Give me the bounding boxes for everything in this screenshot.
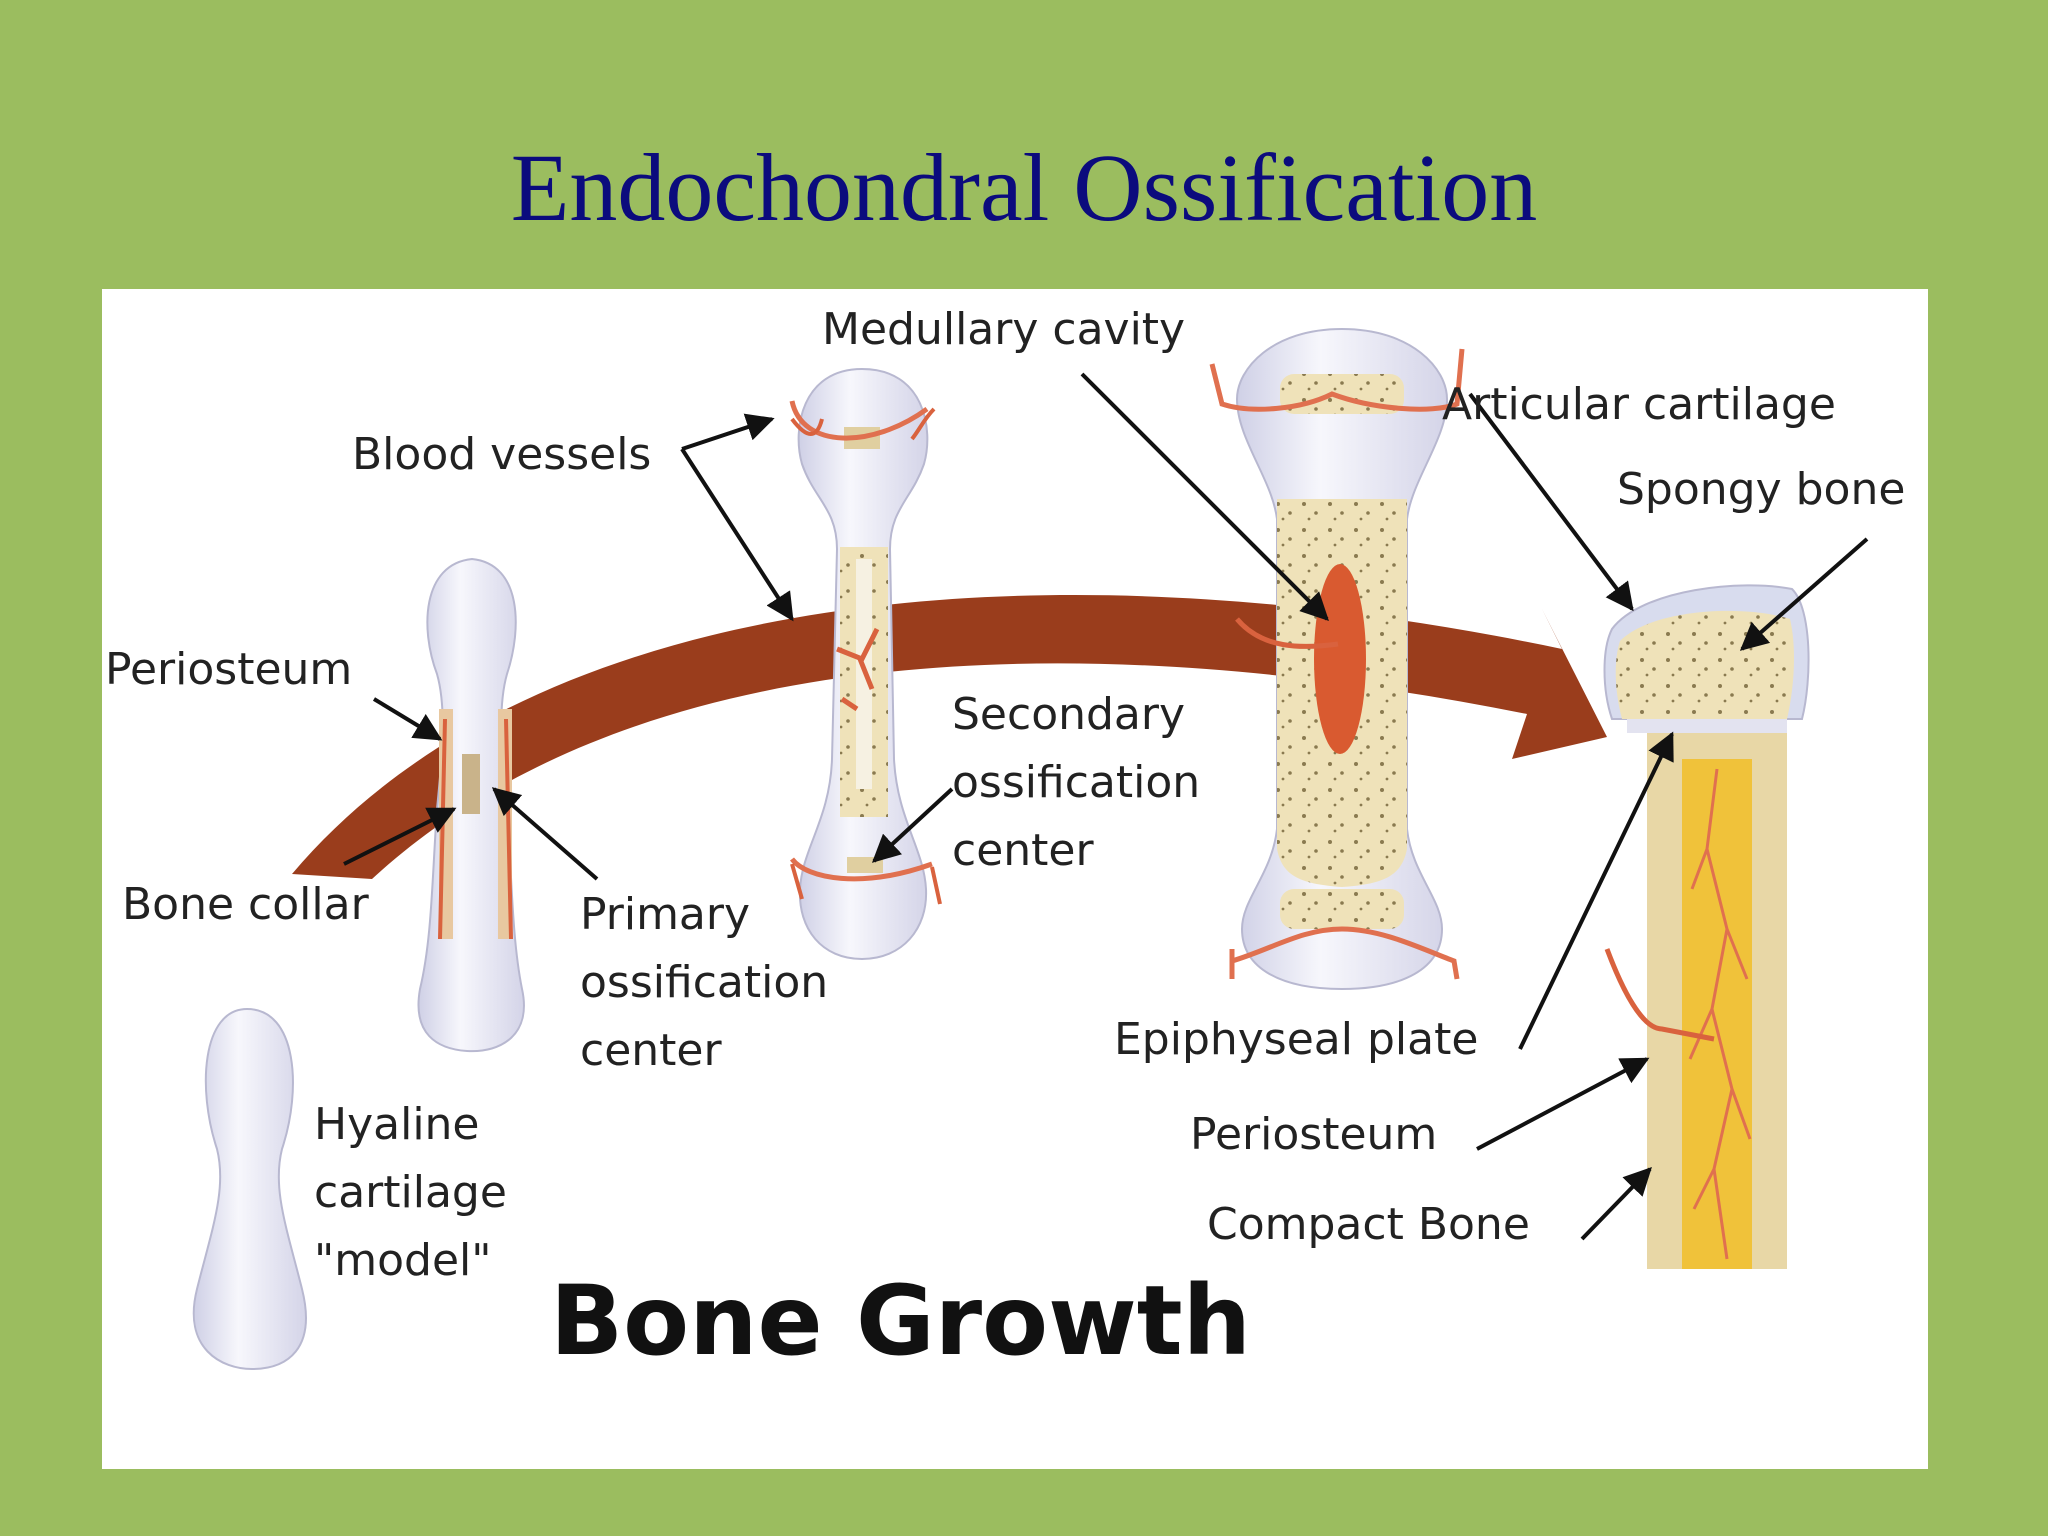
label-secondary-line2: ossification (952, 757, 1200, 808)
hyaline-cartilage-model (192, 1007, 307, 1371)
slide-title: Endochondral Ossification (510, 134, 1538, 241)
label-secondary-line3: center (952, 825, 1094, 876)
bone-growth-diagram: Medullary cavity Blood vessels Articular… (105, 304, 1905, 1377)
label-medullary-cavity: Medullary cavity (822, 304, 1185, 355)
label-bone-collar: Bone collar (122, 879, 370, 930)
label-articular-cartilage: Articular cartilage (1442, 379, 1836, 430)
stage-bone-collar (417, 557, 525, 1053)
label-hyaline-line1: Hyaline (314, 1099, 480, 1150)
label-periosteum-left: Periosteum (105, 644, 352, 695)
label-primary-line1: Primary (580, 889, 750, 940)
label-primary-line3: center (580, 1025, 722, 1076)
label-hyaline-line2: cartilage (314, 1167, 507, 1218)
label-periosteum-right: Periosteum (1190, 1109, 1437, 1160)
pointer-lines (343, 372, 1869, 1241)
diagram-panel: Medullary cavity Blood vessels Articular… (102, 289, 1928, 1469)
label-primary-line2: ossification (580, 957, 828, 1008)
label-epiphyseal-plate: Epiphyseal plate (1114, 1014, 1478, 1065)
stage-mature-bone (1603, 584, 1810, 1269)
label-spongy-bone: Spongy bone (1617, 464, 1905, 515)
stage-secondary-ossification (789, 367, 942, 961)
primary-ossification-spot (462, 754, 480, 814)
medullary-cavity (1314, 564, 1366, 754)
label-blood-vessels: Blood vessels (352, 429, 651, 480)
diagram-caption: Bone Growth (550, 1265, 1251, 1377)
epiphyseal-plate (1627, 719, 1787, 733)
label-compact-bone: Compact Bone (1207, 1199, 1530, 1250)
label-hyaline-line3: "model" (314, 1235, 491, 1286)
label-secondary-line1: Secondary (952, 689, 1185, 740)
